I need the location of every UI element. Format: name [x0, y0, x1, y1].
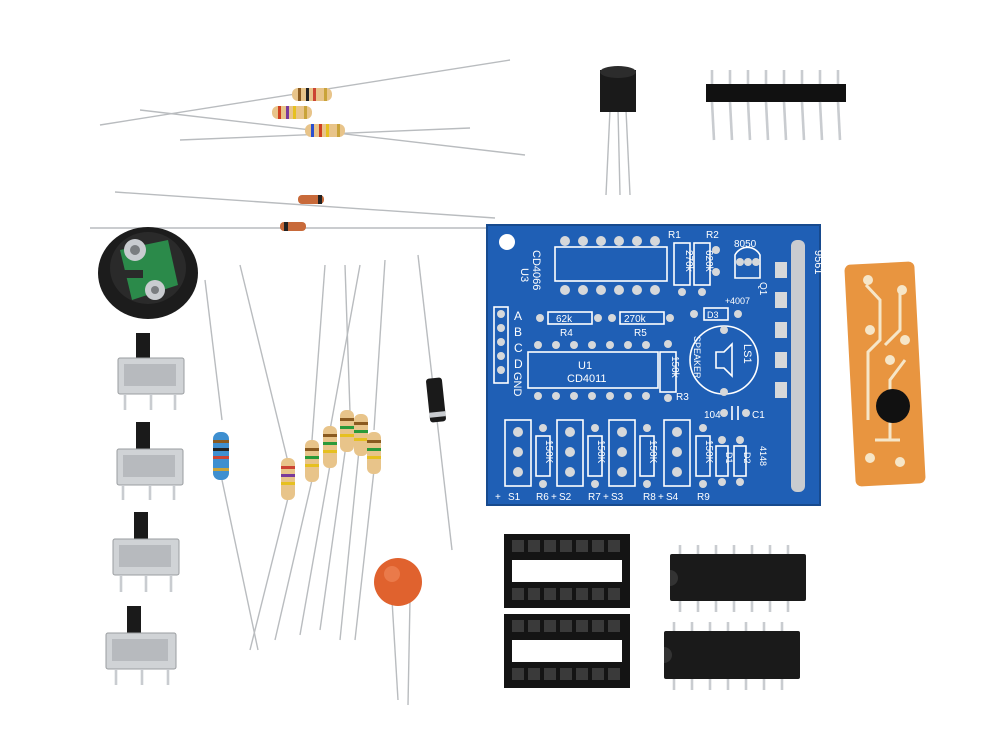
- chip-blob: [876, 389, 910, 423]
- u1-ref-label: U1: [578, 360, 592, 372]
- r1-label: R1: [668, 230, 681, 241]
- r8-label: R8: [643, 492, 656, 503]
- diode-value-label: 4148: [758, 446, 768, 466]
- r5-label: R5: [634, 328, 647, 339]
- ic-socket: [504, 614, 630, 688]
- dip-chip: [664, 622, 800, 690]
- cap-value-label: 104: [704, 410, 721, 421]
- slide-switches: [105, 333, 185, 685]
- r9-label: R9: [697, 492, 710, 503]
- ls1-label: LS1: [741, 344, 753, 364]
- u1-chip-label: CD4011: [567, 373, 607, 385]
- s1-label: S1: [508, 492, 521, 503]
- u3-ref-label: U3: [518, 268, 530, 282]
- signal-diodes: [90, 191, 515, 231]
- r5-value-label: 270k: [624, 314, 647, 325]
- q1-label: Q1: [757, 282, 768, 296]
- r8-value-label: 150K: [647, 440, 658, 464]
- u3-chip-label: CD4066: [530, 250, 542, 290]
- r3-value-label: 150k: [669, 356, 680, 379]
- d2-label: D2: [742, 452, 752, 464]
- s1-plus: +: [495, 492, 501, 503]
- input-label-d: D: [514, 357, 523, 371]
- r6-value-label: 150K: [543, 440, 554, 464]
- resistors-vertical-group: [204, 259, 386, 651]
- buzzer: [98, 227, 198, 319]
- resistors-top-group: [99, 59, 526, 156]
- r7-value-label: 150K: [595, 440, 606, 464]
- d1-label: D1: [724, 452, 734, 464]
- ceramic-capacitor: [374, 558, 422, 706]
- s3-plus: +: [603, 492, 609, 503]
- s4-plus: +: [658, 492, 664, 503]
- s3-label: S3: [611, 492, 624, 503]
- r6-label: R6: [536, 492, 549, 503]
- s2-plus: +: [551, 492, 557, 503]
- dip-chip: [670, 545, 806, 612]
- r3-label: R3: [676, 392, 689, 403]
- input-label-b: B: [514, 325, 522, 339]
- rectifier-diode: [417, 254, 453, 551]
- switch-footprint-s3: 150K: [608, 419, 658, 488]
- switch-footprint-s1: 150K: [504, 419, 554, 488]
- slide-switch: [117, 333, 185, 410]
- speaker-label: SPEAKER: [692, 336, 702, 379]
- d3-label: D3: [707, 310, 719, 320]
- pin-header: [706, 70, 846, 141]
- diode-body: [298, 195, 324, 204]
- transistor-label: 8050: [734, 239, 757, 250]
- s2-label: S2: [559, 492, 572, 503]
- resistor-body: [272, 106, 312, 119]
- r2-value-label: 620k: [703, 250, 714, 273]
- c1-label: C1: [752, 410, 765, 421]
- s4-label: S4: [666, 492, 679, 503]
- input-label-a: A: [514, 309, 522, 323]
- ic-code-label: 9561: [812, 250, 824, 274]
- r9-value-label: 150K: [703, 440, 714, 464]
- r4-label: R4: [560, 328, 573, 339]
- resistor-body: [305, 124, 345, 137]
- r2-label: R2: [706, 230, 719, 241]
- slide-switch: [105, 606, 177, 685]
- sound-chip-module: [844, 261, 926, 487]
- d3-plus-label: +: [725, 296, 730, 306]
- ic-socket: [504, 534, 630, 608]
- d3-value-label: 4007: [730, 296, 750, 306]
- transistor-loose: [600, 66, 636, 196]
- r4-value-label: 62k: [556, 314, 573, 325]
- switch-footprint-s2: 150K: [556, 419, 606, 488]
- battery-contact-strip: [791, 240, 805, 492]
- r7-label: R7: [588, 492, 601, 503]
- input-label-c: C: [514, 341, 523, 355]
- resistor-body: [292, 88, 332, 101]
- r1-value-label: 270k: [683, 250, 694, 273]
- mounting-hole: [499, 234, 515, 250]
- pcb-board: 9561 CD4066 U3 R1 R2 270k 620k 8050 Q1 D…: [486, 224, 824, 506]
- input-label-gnd: GND: [511, 372, 523, 397]
- diode-body: [280, 222, 306, 231]
- switch-footprint-s4: 150K: [663, 419, 714, 488]
- slide-switch: [112, 512, 180, 592]
- slide-switch: [116, 422, 184, 500]
